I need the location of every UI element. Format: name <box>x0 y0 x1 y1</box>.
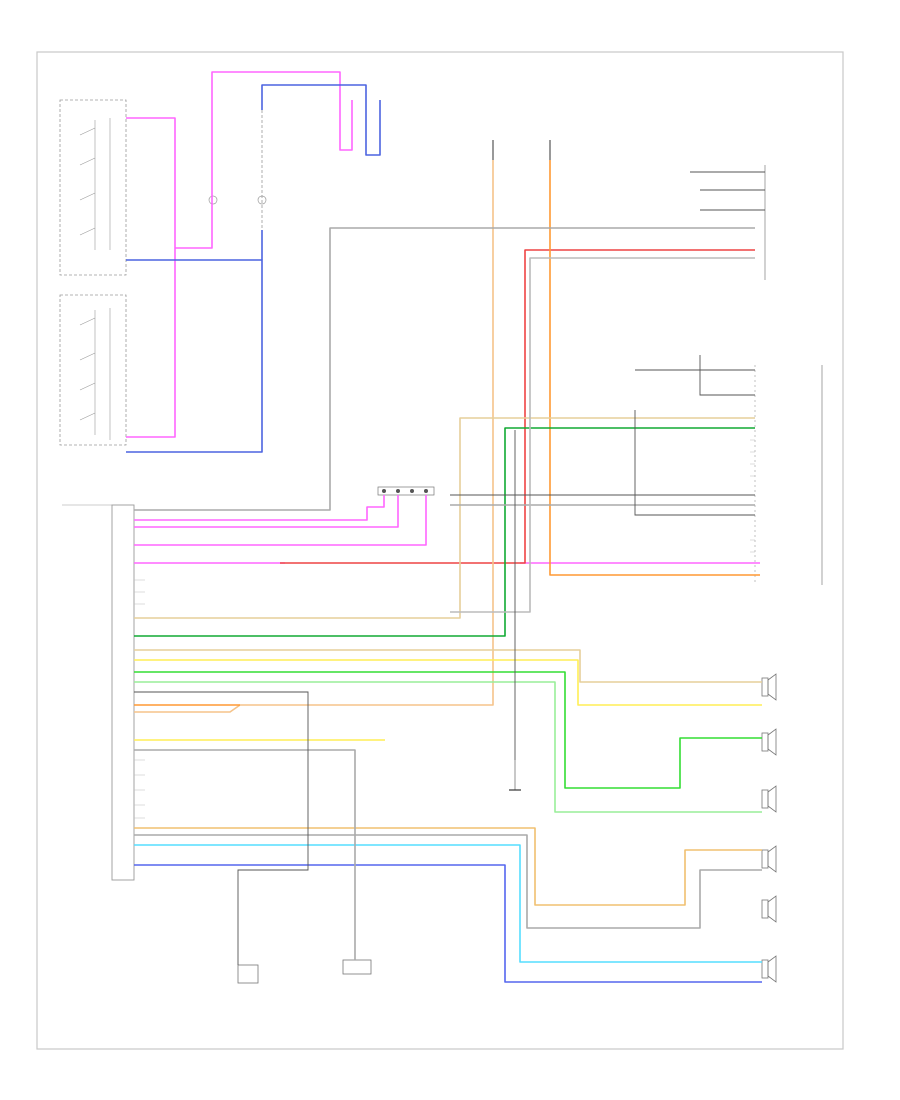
wire-tan-rear-audio <box>134 417 755 619</box>
left-front-tweeter <box>761 895 777 923</box>
wire-blue-clock-spring <box>261 84 381 156</box>
left-rear-speaker <box>761 845 777 873</box>
wire-orange-fuse <box>549 160 760 576</box>
wire-green-rear-audio <box>134 427 755 637</box>
ground-g1 <box>237 964 259 984</box>
wire-gray-left-rear <box>134 834 762 929</box>
wire-gray-radio-to-rsa <box>134 227 755 511</box>
radio <box>62 504 135 881</box>
wire-red-rsa-power <box>280 249 755 564</box>
wire-pink-radio-1 <box>134 495 385 521</box>
right-steering-wheel-controls <box>59 99 127 276</box>
wire-gray-antenna-signal <box>134 749 356 960</box>
antenna-ground <box>509 760 521 791</box>
wire-dark-blue-right-rear <box>134 864 762 983</box>
wire-tan-left-front-tweeter <box>134 827 762 906</box>
right-front-tweeter <box>761 785 777 813</box>
wire-light-orange-fuse <box>134 160 494 713</box>
wire-pink-clock-spring <box>175 71 353 249</box>
wire-pink-left-controls <box>126 117 176 438</box>
diagram-frame <box>36 51 844 1050</box>
left-front-door-speaker <box>761 673 777 701</box>
wire-tan-speaker <box>134 649 762 683</box>
wire-pink-radio-2 <box>134 495 399 528</box>
left-steering-wheel-controls <box>59 294 127 446</box>
right-front-door-speaker <box>761 728 777 756</box>
wire-black-rsa-5 <box>690 171 765 211</box>
wire-green-front-door <box>134 671 762 789</box>
wire-blue-left-controls <box>126 259 263 453</box>
wire-gray-rear-audio-2 <box>450 257 755 613</box>
wire-pink-radio-3 <box>134 495 427 546</box>
wire-light-blue-right-rear <box>134 844 762 963</box>
rear-audio-controls <box>754 365 823 585</box>
wire-green-tweeter <box>134 681 762 813</box>
wire-black-rsa-4 <box>699 355 755 396</box>
connector-pin-ticks <box>134 439 755 819</box>
wire-black-rsa-1 <box>634 410 755 516</box>
right-rear-speaker <box>761 955 777 983</box>
clock-spring <box>208 100 267 250</box>
ground-g2 <box>342 959 372 975</box>
splice-pack <box>377 486 435 496</box>
wire-black-radio-ground <box>134 691 309 965</box>
wire-yellow-speaker <box>134 659 762 706</box>
